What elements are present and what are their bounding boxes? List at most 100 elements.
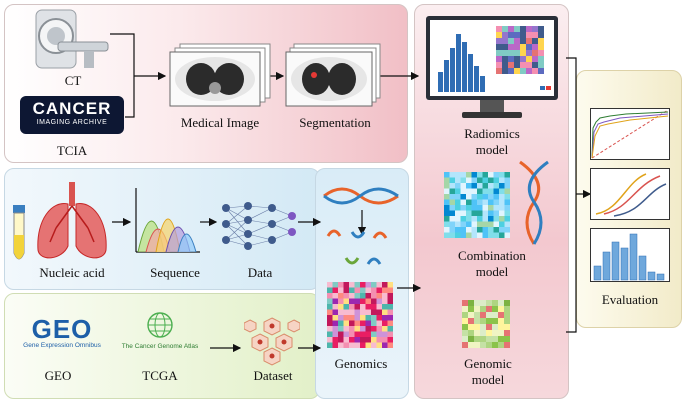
heatmap-cell (468, 318, 474, 324)
heatmap-cell (477, 221, 483, 227)
heatmap-cell (462, 300, 468, 306)
heatmap-cell (349, 304, 355, 310)
heatmap-cell (508, 56, 514, 62)
genomic-heatmap (462, 300, 510, 348)
heatmap-cell (449, 216, 455, 222)
heatmap-cell (480, 300, 486, 306)
heatmap-cell (365, 304, 371, 310)
heatmap-cell (493, 188, 499, 194)
heatmap-cell (471, 227, 477, 233)
heatmap-cell (382, 287, 388, 293)
heatmap-cell (444, 183, 450, 189)
combination-model-label: Combination model (444, 248, 540, 280)
heatmap-cell (504, 177, 510, 183)
heatmap-cell (477, 232, 483, 238)
heatmap-cell (520, 26, 526, 32)
heatmap-cell (482, 221, 488, 227)
heatmap-cell (449, 183, 455, 189)
heatmap-cell (496, 44, 502, 50)
heatmap-cell (460, 210, 466, 216)
heatmap-cell (332, 320, 338, 326)
heatmap-cell (504, 216, 510, 222)
heatmap-cell (514, 32, 520, 38)
heatmap-cell (354, 298, 360, 304)
heatmap-cell (492, 324, 498, 330)
heatmap-cell (526, 56, 532, 62)
heatmap-cell (480, 342, 486, 348)
heatmap-cell (499, 221, 505, 227)
heatmap-cell (492, 330, 498, 336)
heatmap-cell (498, 300, 504, 306)
heatmap-cell (376, 309, 382, 315)
heatmap-cell (471, 205, 477, 211)
heatmap-cell (504, 210, 510, 216)
heatmap-cell (376, 326, 382, 332)
heatmap-cell (343, 298, 349, 304)
medical-image-icon (169, 43, 271, 107)
heatmap-cell (468, 336, 474, 342)
heatmap-cell (460, 232, 466, 238)
heatmap-cell (493, 199, 499, 205)
heatmap-cell (360, 337, 366, 343)
radiomics-model-line2: model (475, 142, 509, 157)
heatmap-cell (486, 318, 492, 324)
heatmap-cell (492, 312, 498, 318)
heatmap-cell (387, 337, 393, 343)
heatmap-cell (477, 194, 483, 200)
heatmap-cell (466, 210, 472, 216)
heatmap-cell (455, 188, 461, 194)
heatmap-cell (462, 330, 468, 336)
heatmap-cell (488, 188, 494, 194)
heatmap-cell (488, 183, 494, 189)
heatmap-cell (338, 315, 344, 321)
heatmap-cell (498, 306, 504, 312)
heatmap-cell (504, 227, 510, 233)
heatmap-cell (502, 62, 508, 68)
heatmap-cell (382, 326, 388, 332)
heatmap-cell (504, 183, 510, 189)
heatmap-cell (455, 221, 461, 227)
heatmap-cell (382, 293, 388, 299)
heatmap-cell (349, 320, 355, 326)
heatmap-cell (338, 337, 344, 343)
heatmap-cell (493, 205, 499, 211)
tcia-logo: CANCER IMAGING ARCHIVE (20, 96, 124, 134)
heatmap-cell (382, 304, 388, 310)
genomic-model-line2: model (471, 372, 505, 387)
heatmap-cell (460, 177, 466, 183)
heatmap-cell (471, 199, 477, 205)
heatmap-cell (332, 287, 338, 293)
heatmap-cell (460, 194, 466, 200)
heatmap-cell (499, 172, 505, 178)
heatmap-cell (449, 227, 455, 233)
heatmap-cell (498, 342, 504, 348)
heatmap-cell (343, 326, 349, 332)
heatmap-cell (538, 50, 544, 56)
heatmap-cell (387, 304, 393, 310)
heatmap-cell (471, 221, 477, 227)
heatmap-cell (371, 315, 377, 321)
heatmap-cell (449, 194, 455, 200)
heatmap-cell (520, 32, 526, 38)
heatmap-cell (444, 210, 450, 216)
heatmap-cell (376, 315, 382, 321)
heatmap-cell (486, 342, 492, 348)
heatmap-cell (365, 282, 371, 288)
heatmap-cell (496, 68, 502, 74)
heatmap-cell (466, 232, 472, 238)
heatmap-cell (466, 205, 472, 211)
heatmap-cell (365, 298, 371, 304)
heatmap-cell (343, 331, 349, 337)
heatmap-cell (471, 194, 477, 200)
heatmap-cell (376, 331, 382, 337)
heatmap-cell (466, 188, 472, 194)
heatmap-cell (354, 304, 360, 310)
tcia-label: TCIA (56, 143, 88, 158)
heatmap-cell (376, 320, 382, 326)
heatmap-cell (365, 293, 371, 299)
heatmap-cell (371, 342, 377, 348)
heatmap-cell (499, 183, 505, 189)
heatmap-cell (376, 293, 382, 299)
heatmap-cell (471, 188, 477, 194)
heatmap-cell (343, 304, 349, 310)
